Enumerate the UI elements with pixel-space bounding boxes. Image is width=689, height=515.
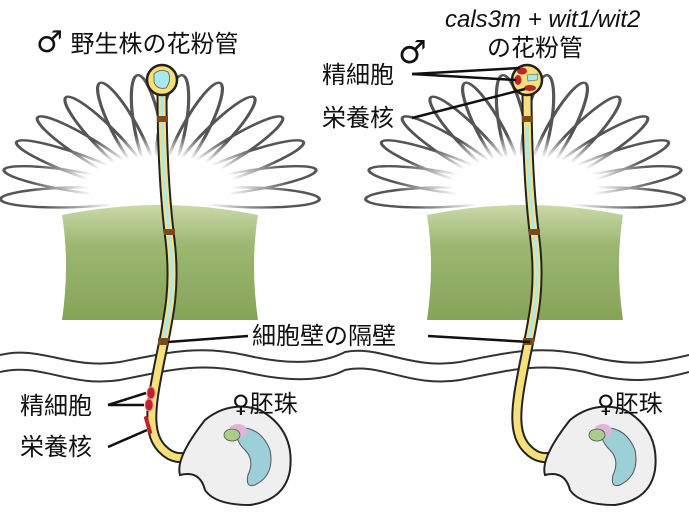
left-sperm-cell-1 [146, 386, 156, 400]
left-stigma-tissue [62, 205, 258, 320]
right-sperm-label: 精細胞 [322, 61, 394, 89]
right-title-line2: の花粉管 [487, 34, 583, 62]
right-vegetative-nucleus [524, 85, 536, 91]
right-vegetative-nucleus-label: 栄養核 [322, 104, 394, 132]
right-sperm-cell-2 [514, 75, 522, 85]
left-title-text: 野生株の花粉管 [70, 30, 239, 58]
left-title: ♂ 野生株の花粉管 [36, 28, 239, 58]
right-title-line1: cals3m + wit1/wit2 [445, 6, 641, 33]
left-plug-mid [164, 229, 175, 235]
left-ovule [178, 405, 292, 507]
right-ovule-label: ♀胚珠 [597, 392, 663, 416]
left-vegetative-nucleus-label: 栄養核 [20, 433, 92, 461]
callose-plug-label: 細胞壁の隔壁 [252, 322, 396, 350]
female-symbol-icon: ♀ [232, 390, 250, 418]
right-stigma-tissue [427, 205, 623, 320]
left-ovule-text: 胚珠 [249, 390, 298, 418]
right-male-symbol-icon: ♂ [398, 33, 427, 71]
male-symbol-icon: ♂ [36, 25, 63, 60]
left-pollen-tube [144, 63, 231, 464]
left-ovule-label: ♀胚珠 [232, 392, 298, 416]
left-sperm-label: 精細胞 [20, 392, 92, 420]
right-stigma [363, 72, 687, 320]
right-pollen-tube [510, 63, 596, 464]
right-plug-mid [529, 229, 540, 235]
female-symbol-icon: ♀ [597, 390, 615, 418]
transmitting-tract-lines [0, 349, 689, 383]
leader-lines [107, 66, 531, 449]
right-ovule-text: 胚珠 [614, 390, 663, 418]
left-callose-plug [158, 338, 169, 345]
left-stigma [0, 72, 322, 320]
left-sperm-cell-2 [144, 398, 154, 412]
right-ovule [543, 405, 657, 507]
left-vegetative-nucleus [144, 416, 152, 434]
